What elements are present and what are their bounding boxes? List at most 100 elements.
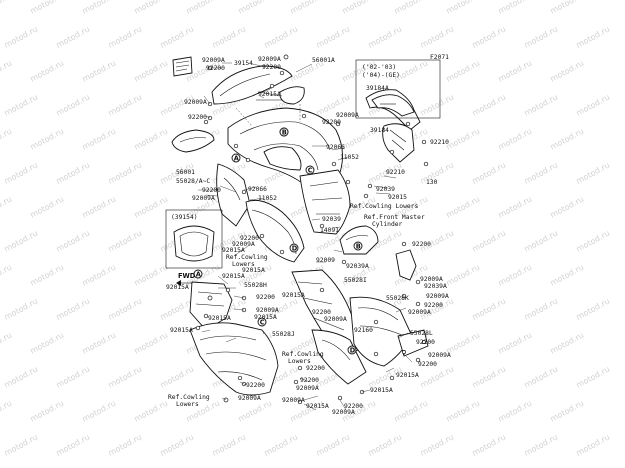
watermark-text: motod.ru	[133, 263, 170, 288]
watermark-text: motod.ru	[575, 25, 612, 50]
watermark-text: motod.ru	[315, 25, 352, 50]
label-55028H: 55028H	[244, 282, 267, 289]
watermark-text: motod.ru	[471, 433, 508, 458]
label-92015A: 92015A	[306, 403, 329, 410]
watermark-text: motod.ru	[523, 229, 560, 254]
right-small-stay	[397, 329, 429, 357]
watermark-text: motod.ru	[29, 0, 66, 16]
label-92015A: 92015A	[370, 387, 393, 394]
middle-side-cover	[245, 199, 305, 263]
label-92200: 92200	[306, 365, 325, 372]
watermark-text: motod.ru	[55, 229, 92, 254]
label-inset-39184: 39184	[370, 127, 389, 134]
label-92210: 92210	[386, 169, 405, 176]
watermark-text: motod.ru	[81, 399, 118, 424]
label-56001: 56001	[176, 169, 195, 176]
watermark-text: motod.ru	[497, 59, 534, 84]
label-92009A: 92009A	[336, 112, 359, 119]
watermark-text: motod.ru	[0, 195, 13, 220]
watermark-text: motod.ru	[133, 127, 170, 152]
watermark-text: motod.ru	[367, 25, 404, 50]
label-92009A: 92009A	[256, 307, 279, 314]
watermark-text: motod.ru	[497, 195, 534, 220]
watermark-text: motod.ru	[523, 433, 560, 458]
watermark-text: motod.ru	[549, 59, 586, 84]
ref-front-master-line1: Ref.Front Master	[364, 214, 425, 221]
label-55028I: 55028I	[344, 277, 367, 284]
inset-header-line2: ('04)-(GE)	[362, 72, 400, 79]
windshield-box-label: (39154)	[171, 214, 198, 221]
label-92015A: 92015A	[170, 327, 193, 334]
watermark-text: motod.ru	[81, 195, 118, 220]
watermark-text: motod.ru	[81, 127, 118, 152]
watermark-text: motod.ru	[549, 0, 586, 16]
watermark-text: motod.ru	[107, 161, 144, 186]
watermark-text: motod.ru	[289, 0, 326, 16]
watermark-text: motod.ru	[55, 25, 92, 50]
fwd-text: FWD	[178, 272, 196, 280]
watermark-text: motod.ru	[419, 25, 456, 50]
label-92015A: 92015A	[222, 273, 245, 280]
watermark-text: motod.ru	[107, 297, 144, 322]
watermark-text: motod.ru	[107, 365, 144, 390]
ref-cowling-lowers-1: Ref.Cowling Lowers	[350, 203, 418, 210]
watermark-text: motod.ru	[445, 59, 482, 84]
label-92009A: 92009A	[428, 352, 451, 359]
watermark-text: motod.ru	[237, 399, 274, 424]
ref-cowling-lowers-4-line1: Ref.Cowling	[168, 394, 210, 401]
label-55028L: 55028L	[410, 330, 433, 337]
watermark-text: motod.ru	[575, 365, 612, 390]
watermark-text: motod.ru	[81, 0, 118, 16]
watermark-text: motod.ru	[471, 25, 508, 50]
watermark-text: motod.ru	[445, 127, 482, 152]
watermark-text: motod.ru	[497, 331, 534, 356]
watermark-text: motod.ru	[133, 331, 170, 356]
watermark-text: motod.ru	[0, 127, 13, 152]
label-92039A: 92039A	[424, 283, 447, 290]
label-92009A: 92009A	[426, 293, 449, 300]
watermark-text: motod.ru	[55, 93, 92, 118]
watermark-text: motod.ru	[3, 161, 40, 186]
watermark-text: motod.ru	[55, 297, 92, 322]
label-92200: 92200	[188, 114, 207, 121]
watermark-text: motod.ru	[419, 365, 456, 390]
label-92200: 92200	[424, 302, 443, 309]
watermark-text: motod.ru	[3, 93, 40, 118]
watermark-text: motod.ru	[263, 433, 300, 458]
label-92009A: 92009A	[420, 276, 443, 283]
watermark-text: motod.ru	[133, 195, 170, 220]
watermark-text: motod.ru	[523, 25, 560, 50]
watermark-text: motod.ru	[523, 297, 560, 322]
watermark-text: motod.ru	[445, 195, 482, 220]
watermark-text: motod.ru	[575, 433, 612, 458]
watermark-text: motod.ru	[3, 25, 40, 50]
watermark-text: motod.ru	[575, 229, 612, 254]
ref-cowling-lowers-2-line1: Ref.Cowling	[226, 254, 268, 261]
watermark-text: motod.ru	[419, 93, 456, 118]
watermark-text: motod.ru	[471, 93, 508, 118]
reference-notes: Ref.Cowling Lowers Ref.Front Master Cyli…	[168, 203, 425, 408]
label-92015: 92015	[388, 194, 407, 201]
label-56001A: 56001A	[312, 57, 335, 64]
label-39154: 39154	[234, 60, 253, 67]
watermark-text: motod.ru	[29, 195, 66, 220]
watermark-text: motod.ru	[549, 399, 586, 424]
watermark-text: motod.ru	[133, 0, 170, 16]
label-92200: 92200	[206, 65, 225, 72]
watermark-text: motod.ru	[549, 127, 586, 152]
label-11052: 11052	[340, 154, 359, 161]
windshield-inset-box: (39154)	[165, 209, 223, 269]
label-92015A: 92015A	[282, 292, 305, 299]
marker-d-2: D	[350, 347, 356, 355]
label-92009A: 92009A	[296, 385, 319, 392]
connection-markers: A B A C C D B D	[193, 127, 363, 355]
watermark-text: motod.ru	[549, 263, 586, 288]
label-92039: 92039	[322, 216, 341, 223]
label-92066: 92066	[326, 144, 345, 151]
variant-inset-box: ('02-'03) ('04)-(GE) 39184A	[355, 59, 441, 119]
label-92015A: 92015A	[254, 314, 277, 321]
label-92015A: 92015A	[242, 267, 265, 274]
watermark-text: motod.ru	[29, 331, 66, 356]
watermark-text: motod.ru	[211, 25, 248, 50]
watermark-text: motod.ru	[471, 297, 508, 322]
